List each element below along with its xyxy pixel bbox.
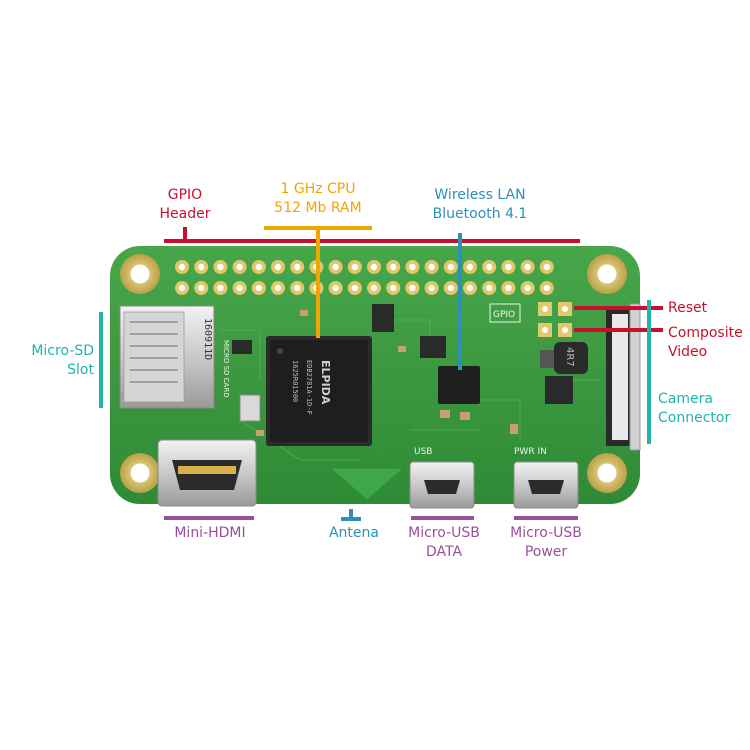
gpio-pad-hole	[294, 263, 301, 271]
camera-connector-label: Camera Connector	[658, 391, 731, 426]
cpu-label: 1 GHz CPU 512 Mb RAM	[274, 181, 362, 216]
micro-usb-power-port	[513, 461, 579, 509]
gpio-pad-hole	[178, 263, 186, 271]
mini-hdmi-label: Mini-HDMI	[174, 525, 246, 541]
gpio-pad-hole	[505, 284, 512, 292]
gpio-silkscreen-box	[489, 303, 521, 323]
inductor: 4R7	[554, 342, 588, 374]
antenna-label: Antena	[328, 525, 379, 541]
gpio-pad-hole	[217, 284, 224, 292]
micro-sd-slot: 160911D	[119, 305, 215, 409]
usb-silkscreen: USB	[414, 447, 432, 457]
gpio-pad-hole	[524, 263, 531, 271]
gpio-pad-hole	[447, 263, 454, 271]
camera-connector-part	[606, 303, 641, 451]
gpio-pad-hole	[447, 284, 454, 292]
gpio-pad-hole	[198, 284, 205, 292]
micro-usb-data-port	[409, 461, 475, 509]
gpio-pad-hole	[351, 263, 358, 271]
wireless-label: Wireless LAN Bluetooth 4.1	[432, 187, 528, 222]
gpio-pad-hole	[274, 284, 282, 292]
gpio-pad-hole	[390, 284, 397, 292]
gpio-pad-hole	[486, 284, 493, 292]
gpio-pad-hole	[370, 263, 378, 271]
composite-video-label: Composite Video	[668, 325, 743, 360]
gpio-pad-hole	[217, 263, 224, 271]
micro-sd-label: Micro-SD Slot	[31, 343, 94, 378]
pcb-traces	[220, 319, 600, 461]
gpio-pad-hole	[428, 263, 435, 271]
gpio-pad-hole	[505, 263, 512, 271]
gpio-pad-hole	[294, 284, 301, 292]
gpio-pad-hole	[236, 263, 243, 271]
gpio-pad-hole	[409, 263, 416, 271]
gpio-pad-hole	[236, 284, 243, 292]
antenna-trace	[328, 467, 406, 501]
micro-usb-power-label: Micro-USB Power	[510, 525, 582, 560]
gpio-pad-hole	[178, 284, 186, 292]
pwr-in-silkscreen: PWR IN	[514, 447, 547, 457]
gpio-pad-hole	[351, 284, 358, 292]
gpio-pad-hole	[543, 284, 550, 292]
gpio-pad-hole	[524, 284, 531, 292]
gpio-pad-hole	[370, 284, 378, 292]
antenna-callout	[341, 509, 361, 521]
gpio-silkscreen: GPIO	[493, 310, 515, 320]
gpio-pad-hole	[255, 263, 262, 271]
mini-hdmi-port	[157, 439, 257, 507]
chip-model-text: EDB2781A-1D-F	[305, 360, 313, 415]
chip-brand-text: ELPIDA	[319, 360, 332, 405]
cpu-callout	[264, 226, 372, 338]
reset-composite-pads	[538, 302, 572, 337]
smd-components	[232, 304, 573, 436]
gpio-pad-hole	[255, 284, 262, 292]
gpio-pad-hole	[466, 284, 474, 292]
reset-label: Reset	[668, 300, 708, 316]
sd-card-silkscreen: MICRO SD CARD	[222, 340, 230, 398]
gpio-pad-hole	[466, 263, 474, 271]
gpio-pad-hole	[390, 263, 397, 271]
gpio-pad-hole	[409, 284, 416, 292]
gpio-header-label: GPIO Header	[159, 187, 211, 222]
cpu-ram-chip: ELPIDA EDB2781A-1D-F 1625R01500	[266, 336, 372, 446]
mounting-holes	[120, 254, 627, 493]
wireless-chip	[438, 366, 480, 404]
gpio-pad-hole	[486, 263, 493, 271]
gpio-pad-hole	[274, 263, 282, 271]
chip-code-text: 1625R01500	[291, 360, 299, 402]
gpio-pad-hole	[543, 263, 550, 271]
gpio-pad-hole	[198, 263, 205, 271]
gpio-pad-hole	[332, 284, 339, 292]
svg-text:4R7: 4R7	[564, 347, 575, 367]
gpio-header-callout	[164, 227, 580, 243]
gpio-pad-hole	[332, 263, 339, 271]
sd-code-text: 160911D	[202, 318, 213, 360]
gpio-pad-hole	[428, 284, 435, 292]
micro-usb-data-label: Micro-USB DATA	[408, 525, 480, 560]
